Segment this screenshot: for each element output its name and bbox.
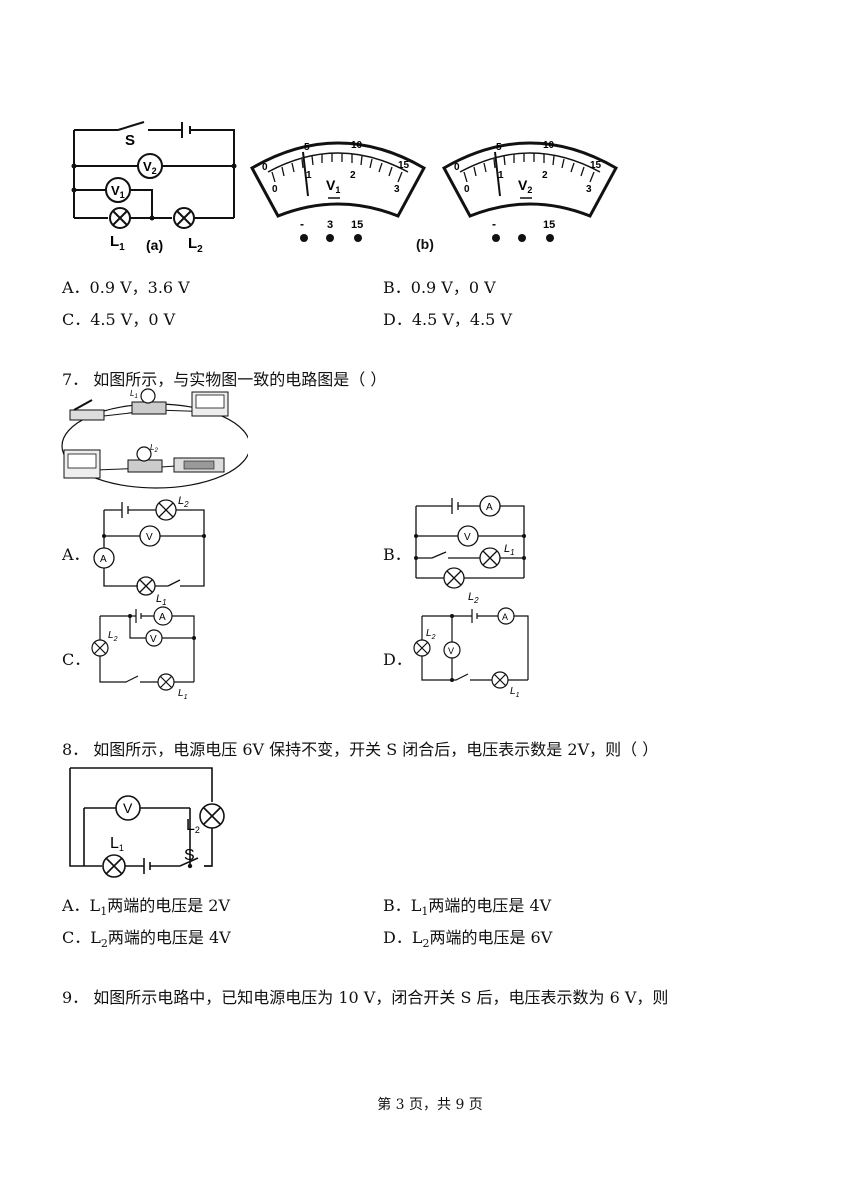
q7c-l1: L1 [178,688,188,700]
q7a-meter-v: V [146,532,153,543]
q8-option-d[interactable]: D．L2两端的电压是 6V [383,924,552,950]
q8-option-b[interactable]: B．L1两端的电压是 4V [383,892,551,918]
q7a-meter-a: A [100,554,107,565]
q8a-pre: A．L [62,896,101,915]
meter1-upper-15: 15 [398,160,410,171]
q8a-post: 两端的电压是 2V [107,896,231,915]
meter2-lower-3: 3 [586,184,592,195]
q7d-l2: L2 [426,628,436,641]
meter2-terminal-15: 15 [543,219,555,231]
q8a-sub: 1 [100,905,108,919]
meter1-upper-0: 0 [262,162,268,173]
q7b-meter-v: V [464,532,471,543]
q6-meter-v2: 0 5 10 15 0 1 2 3 V2 - 15 [441,140,619,242]
l1-label: L1 [110,233,125,253]
q8-l2-label: L2 [186,817,200,835]
q7d-l1: L1 [510,686,520,699]
l2-label: L2 [188,235,203,255]
meter2-lower-1: 1 [498,170,504,181]
meter1-terminal-15: 15 [351,219,363,231]
q7-photo: L1 L2 [61,388,248,489]
switch-label: S [125,132,135,149]
q6-circuit-a: S V2 V1 L1 L2 (a) [71,121,237,255]
meter1-name: V1 [326,177,340,195]
q7-option-a[interactable]: A． [62,545,90,564]
meter2-upper-10: 10 [543,140,555,151]
meter2-lower-0: 0 [464,184,470,195]
q7a-l2: L2 [178,495,189,509]
caption-b: (b) [416,236,434,252]
q8-stem: 8． 如图所示，电源电压 6V 保持不变，开关 S 闭合后，电压表示数是 2V，… [62,740,659,759]
q7b-l1: L1 [504,543,515,557]
q8d-sub: 2 [422,937,430,951]
q6-meter-v1: 0 5 10 15 0 1 2 3 V1 - 3 15 [249,140,427,242]
q7b-l2: L2 [468,591,479,605]
q7-circuit-a[interactable]: A V L2 L1 [90,490,220,606]
q7a-l1: L1 [156,593,167,606]
q8-option-a[interactable]: A．L1两端的电压是 2V [62,892,230,918]
q6-option-b[interactable]: B．0.9 V，0 V [383,278,496,297]
meter2-upper-5: 5 [496,142,502,153]
q7c-l2: L2 [108,630,118,643]
meter2-terminal-neg: - [492,217,496,231]
photo-l2-label: L2 [150,443,158,454]
q8-s-label: S [184,847,195,864]
q8b-sub: 1 [421,905,429,919]
meter2-upper-15: 15 [590,160,602,171]
q6-option-a[interactable]: A．0.9 V，3.6 V [62,278,190,297]
meter1-lower-0: 0 [272,184,278,195]
meter2-upper-0: 0 [454,162,460,173]
q7-circuit-c[interactable]: A V L2 L1 [88,604,208,700]
q7-option-b[interactable]: B． [383,545,411,564]
q8-v-label: V [123,800,133,816]
meter1-upper-10: 10 [351,140,363,151]
q8d-post: 两端的电压是 6V [429,928,553,947]
q7c-meter-a: A [159,612,166,623]
q7-circuit-b[interactable]: A V L1 L2 [408,490,538,606]
photo-l1-label: L1 [130,389,138,400]
q7c-meter-v: V [150,634,157,645]
meter2-lower-2: 2 [542,170,548,181]
q7-stem: 7． 如图所示，与实物图一致的电路图是（ ） [62,370,387,389]
q7b-meter-a: A [486,502,493,513]
page-footer: 第 3 页，共 9 页 [377,1097,483,1113]
q8c-pre: C．L [62,928,101,947]
q7d-meter-a: A [502,612,508,622]
q8d-pre: D．L [383,928,423,947]
q7d-meter-v: V [448,646,454,656]
meter1-lower-1: 1 [306,170,312,181]
q8-l1-label: L1 [110,835,124,853]
caption-a: (a) [146,237,163,253]
q8-circuit: V L1 L2 S [69,767,225,878]
meter1-upper-5: 5 [304,142,310,153]
meter1-lower-3: 3 [394,184,400,195]
q8c-sub: 2 [100,937,108,951]
q8b-post: 两端的电压是 4V [428,896,552,915]
q6-option-c[interactable]: C．4.5 V，0 V [62,310,176,329]
q8b-pre: B．L [383,896,422,915]
v2-label: V2 [143,159,157,176]
meter1-terminal-3: 3 [327,219,333,231]
q8-option-c[interactable]: C．L2两端的电压是 4V [62,924,231,950]
q9-stem: 9． 如图所示电路中，已知电源电压为 10 V，闭合开关 S 后，电压表示数为 … [62,988,669,1007]
q6-option-d[interactable]: D．4.5 V，4.5 V [383,310,513,329]
meter1-terminal-neg: - [300,217,304,231]
meter1-lower-2: 2 [350,170,356,181]
q7-option-d[interactable]: D． [383,650,412,669]
q7-option-c[interactable]: C． [62,650,91,669]
meter2-name: V2 [518,177,532,195]
q8c-post: 两端的电压是 4V [107,928,231,947]
v1-label: V1 [111,183,125,200]
q7-circuit-d[interactable]: A V L2 L1 [406,604,536,700]
